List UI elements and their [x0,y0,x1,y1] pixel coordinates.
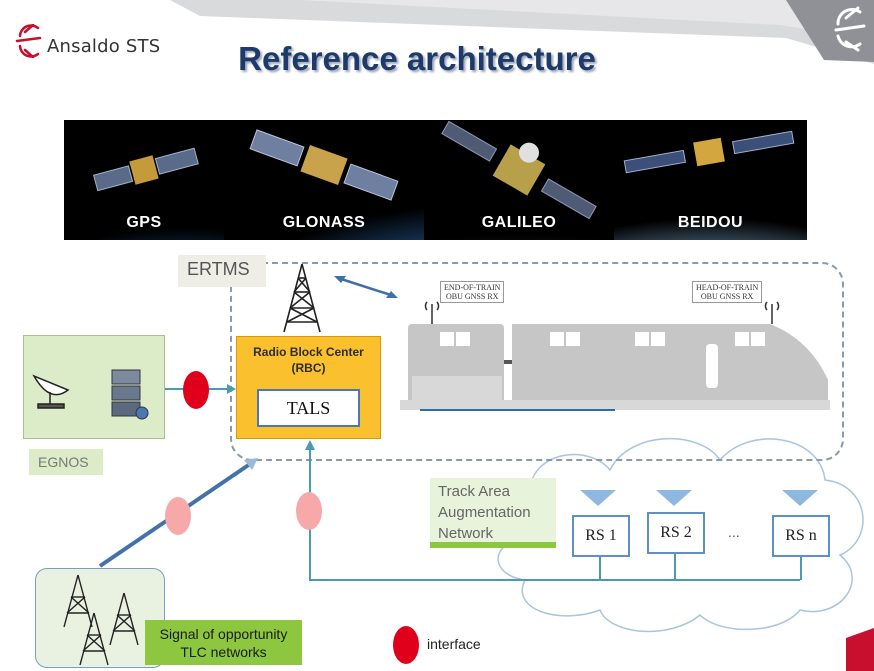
head-of-train-subtitle: OBU GNSS RX [700,292,754,301]
cell-towers-icon [63,574,139,666]
reference-station-n[interactable]: RS n [772,515,830,557]
page-title: Reference architecture [238,40,596,77]
end-of-train-subtitle: OBU GNSS RX [445,292,499,301]
interface-track-rbc [296,492,322,530]
legend-interface-icon [393,626,419,664]
galileo-satellite-icon [389,120,649,240]
head-of-train-tag: HEAD-OF-TRAIN OBU GNSS RX [692,281,763,303]
radio-block-center[interactable]: Radio Block Center (RBC) TALS [236,336,381,439]
track-area-label: Track Area Augmentation Network [430,478,556,548]
track-area-line1: Track Area [438,483,510,500]
interface-tlc-rbc [165,497,191,535]
rbc-title: Radio Block Center (RBC) [237,344,380,376]
ansaldo-logo-icon [15,24,42,58]
tlc-networks-label: Signal of opportunity TLC networks [145,620,302,665]
egnos-box [23,335,165,439]
reference-station-2[interactable]: RS 2 [647,512,705,554]
beidou-satellite-icon [555,120,807,240]
tals-box[interactable]: TALS [257,389,360,427]
ertms-label: ERTMS [178,255,266,287]
tlc-networks-box [35,568,165,668]
track-area-line2: Augmentation [438,504,531,521]
end-of-train-title: END-OF-TRAIN [444,283,501,292]
satellite-dish-icon [32,374,70,409]
corner-accent [846,628,874,671]
stations-ellipsis: ... [728,524,740,540]
glonass-label: GLONASS [282,214,366,231]
end-of-train-tag: END-OF-TRAIN OBU GNSS RX [440,281,505,303]
train-icon [400,301,830,411]
radio-tower-icon [283,263,321,333]
interface-egnos-rbc [183,371,209,409]
beidou-label: BEIDOU [677,214,744,231]
tlc-label-line2: TLC networks [180,644,267,660]
gps-label: GPS [126,214,162,231]
beidou-panel: BEIDOU [555,120,807,240]
radio-link-arrow [334,276,398,298]
corner-logo-icon [834,6,866,52]
track-area-line3: Network [438,525,494,542]
galileo-panel: GALILEO [389,120,649,240]
rbc-title-line1: Radio Block Center [253,345,364,359]
gnss-constellations-banner: GPS GLONASS GALILEO [64,120,807,240]
head-of-train-title: HEAD-OF-TRAIN [696,283,759,292]
server-rack-icon [111,369,149,420]
brand-name: Ansaldo STS [47,36,161,57]
ertms-region [230,262,844,461]
egnos-label: EGNOS [29,449,103,475]
legend-interface-label: interface [427,636,481,652]
galileo-label: GALILEO [481,214,557,231]
tlc-label-line1: Signal of opportunity [159,626,288,642]
reference-station-1[interactable]: RS 1 [572,515,630,557]
rbc-title-line2: (RBC) [291,361,326,375]
